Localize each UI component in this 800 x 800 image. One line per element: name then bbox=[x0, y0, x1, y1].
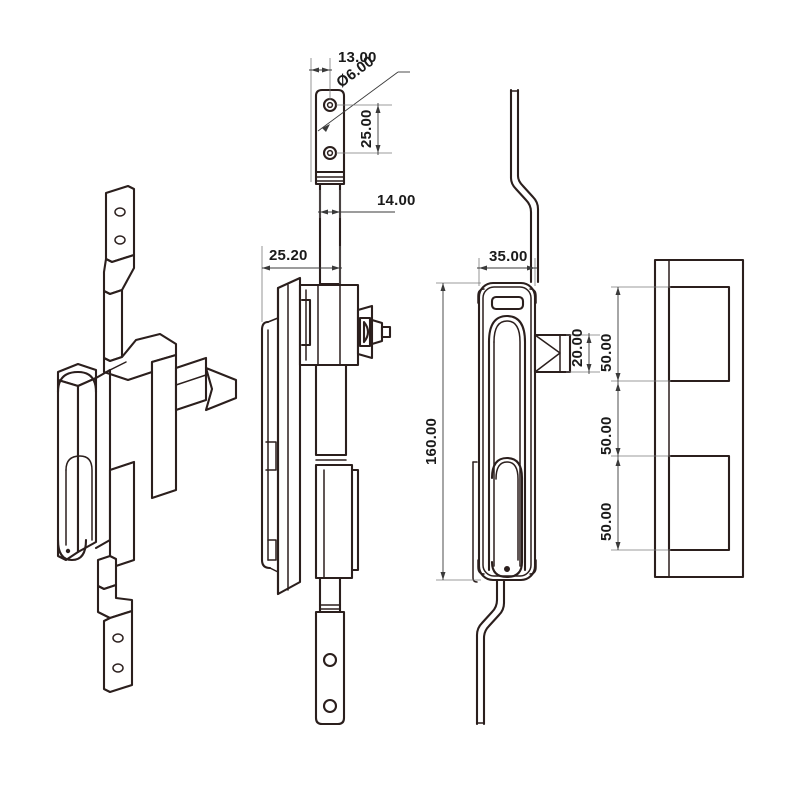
dim-13-label: 13.00 bbox=[338, 49, 377, 66]
dim-50-top-label: 50.00 bbox=[598, 333, 615, 372]
dim-50-mid-label: 50.00 bbox=[598, 416, 615, 455]
dim-14-label: 14.00 bbox=[377, 192, 416, 209]
dim-20-label: 20.00 bbox=[569, 328, 586, 367]
panel-cutout-dimensions: 50.00 50.00 50.00 bbox=[598, 286, 671, 551]
dim-25-20-label: 25.20 bbox=[269, 247, 308, 264]
isometric-view bbox=[56, 184, 238, 694]
dim-35-label: 35.00 bbox=[489, 248, 528, 265]
dim-25-label: 25.00 bbox=[358, 109, 375, 148]
front-elevation-view bbox=[472, 88, 572, 726]
side-view-dimensions: 13.00 Ø6.00 25.00 14.00 25.20 bbox=[261, 49, 416, 322]
side-elevation-view bbox=[260, 88, 392, 726]
panel-cutout-view bbox=[653, 258, 745, 579]
front-view-dimensions: 35.00 160.00 20.00 bbox=[423, 248, 600, 581]
dim-50-bottom-label: 50.00 bbox=[598, 502, 615, 541]
dim-160-label: 160.00 bbox=[423, 418, 440, 465]
